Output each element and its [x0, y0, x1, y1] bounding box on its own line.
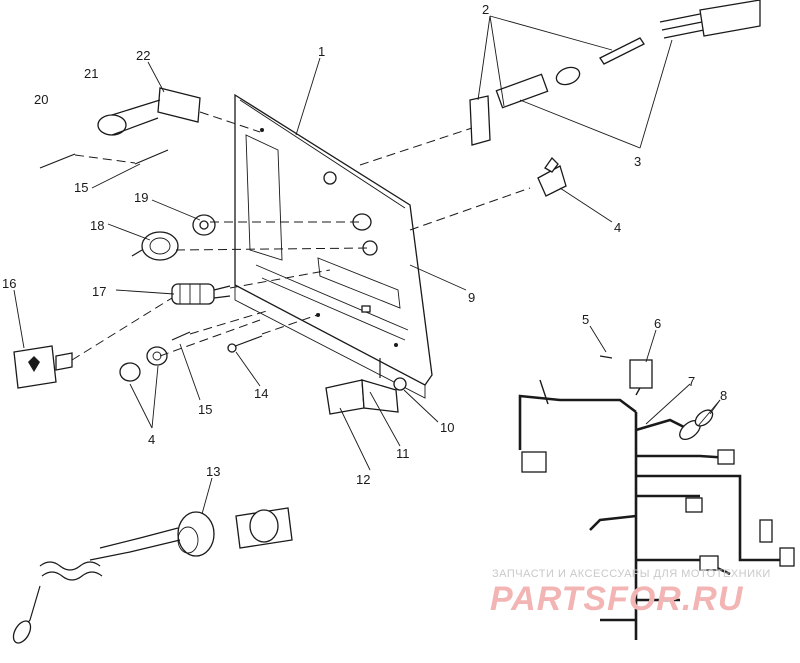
screw-14: [227, 335, 263, 353]
label-14: 14: [254, 386, 268, 401]
callout-labels: 1 2 3 4 4 5 6 7 8 9 10 11 12 13 14 15 15…: [2, 2, 727, 487]
label-21: 21: [84, 66, 98, 81]
screw-15-top: [39, 149, 169, 169]
label-18: 18: [90, 218, 104, 233]
label-20: 20: [34, 92, 48, 107]
knob-18: [131, 231, 179, 261]
label-7: 7: [688, 374, 695, 389]
toggle-switch: [537, 156, 567, 197]
ignition-switch-17: [171, 283, 231, 305]
label-10: 10: [440, 420, 454, 435]
label-1: 1: [318, 44, 325, 59]
label-11: 11: [396, 446, 410, 461]
assembly-lines: [71, 111, 531, 361]
label-22: 22: [136, 48, 150, 63]
watermark-logo: PARTSFOR.RU: [490, 580, 744, 618]
watermark-tagline: ЗАПЧАСТИ И АКСЕССУАРЫ ДЛЯ МОТОТЕХНИКИ: [492, 568, 771, 580]
screw-15-bottom: [171, 331, 191, 341]
label-5: 5: [582, 312, 589, 327]
tether-cord-13: [12, 507, 293, 644]
label-15-top: 15: [74, 180, 88, 195]
label-6: 6: [654, 316, 661, 331]
label-19: 19: [134, 190, 148, 205]
nut-washer-4: [119, 346, 168, 382]
label-16: 16: [2, 276, 16, 291]
label-9: 9: [468, 290, 475, 305]
switch-assembly: [469, 0, 761, 146]
instrument-panel-plate: [234, 93, 433, 399]
label-17: 17: [92, 284, 106, 299]
label-2: 2: [482, 2, 489, 17]
wiring-harness-7: [518, 355, 795, 640]
key-16: [13, 345, 73, 389]
label-4-right: 4: [614, 220, 621, 235]
label-13: 13: [206, 464, 220, 479]
washer-19: [192, 214, 216, 236]
label-15-bottom: 15: [198, 402, 212, 417]
lower-bracket: [325, 358, 407, 415]
bracket-22: [97, 87, 201, 136]
label-8: 8: [720, 388, 727, 403]
label-12: 12: [356, 472, 370, 487]
label-4-left: 4: [148, 432, 155, 447]
callout-leaders: [13, 15, 721, 515]
label-3: 3: [634, 154, 641, 169]
